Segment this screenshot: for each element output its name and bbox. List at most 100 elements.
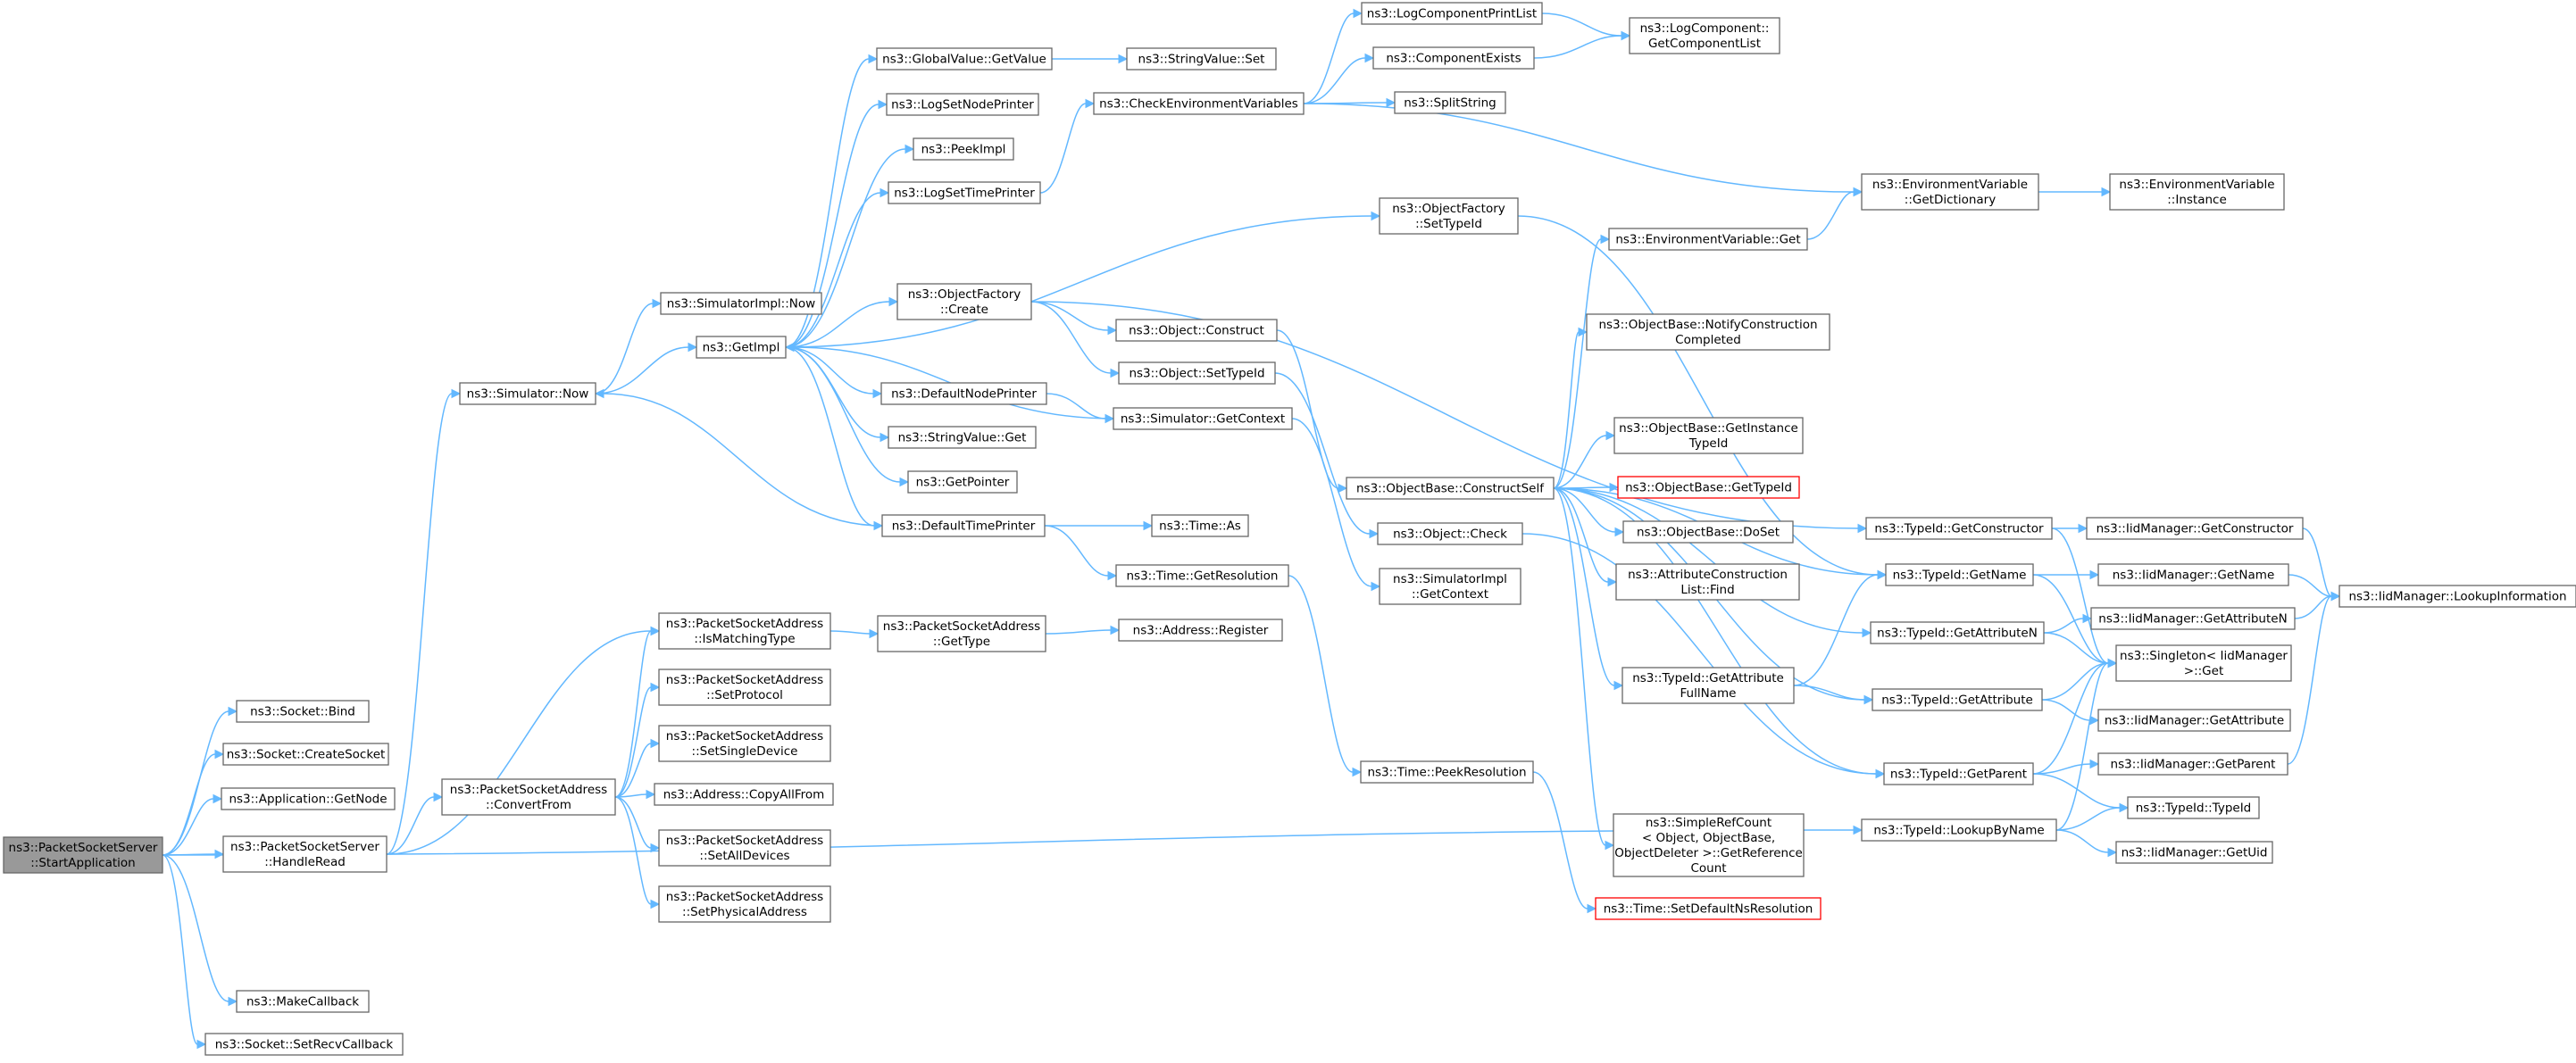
edge-convertfrom-to-setsingle xyxy=(614,743,652,798)
node-objconstruct[interactable]: ns3::Object::Construct xyxy=(1115,319,1278,342)
node-label: ObjectDeleter >::GetReference xyxy=(1614,846,1803,860)
node-constructself[interactable]: ns3::ObjectBase::ConstructSelf xyxy=(1346,477,1555,500)
arrowhead xyxy=(1609,482,1620,493)
node-startapp[interactable]: ns3::PacketSocketServer::StartApplicatio… xyxy=(3,836,163,874)
node-typeidgetattr[interactable]: ns3::TypeId::GetAttribute xyxy=(1872,688,2043,711)
arrowhead xyxy=(1107,325,1118,336)
node-stringvalueset[interactable]: ns3::StringValue::Set xyxy=(1126,47,1277,71)
node-typeidgetparent[interactable]: ns3::TypeId::GetParent xyxy=(1883,762,2034,785)
node-label: ns3::Address::Register xyxy=(1133,624,1269,638)
node-handleread[interactable]: ns3::PacketSocketServer::HandleRead xyxy=(222,835,388,873)
node-createsocket[interactable]: ns3::Socket::CreateSocket xyxy=(222,743,389,766)
node-lookupbyname[interactable]: ns3::TypeId::LookupByName xyxy=(1861,818,2057,842)
edge-defaultnode-to-simgetcontext xyxy=(1046,393,1106,419)
node-logcompprint[interactable]: ns3::LogComponentPrintList xyxy=(1361,2,1543,25)
node-timeas[interactable]: ns3::Time::As xyxy=(1151,514,1249,537)
node-simplerefcount[interactable]: ns3::SimpleRefCount< Object, ObjectBase,… xyxy=(1613,813,1805,877)
edge-logcompprint-to-logcompgetlist xyxy=(1541,12,1622,37)
edge-getimpl-to-logsetnode xyxy=(785,104,880,348)
node-box xyxy=(2115,841,2273,864)
node-typeidtypeid[interactable]: ns3::TypeId::TypeId xyxy=(2127,796,2260,819)
node-psagettype[interactable]: ns3::PacketSocketAddress::GetType xyxy=(877,615,1046,652)
node-logcompgetlist[interactable]: ns3::LogComponent::GetComponentList xyxy=(1629,17,1780,54)
node-defaulttime[interactable]: ns3::DefaultTimePrinter xyxy=(881,514,1046,537)
node-simimplnow[interactable]: ns3::SimulatorImpl::Now xyxy=(660,292,822,315)
node-convertfrom[interactable]: ns3::PacketSocketAddress::ConvertFrom xyxy=(441,778,616,816)
node-box xyxy=(880,382,1047,405)
node-makecallback[interactable]: ns3::MakeCallback xyxy=(236,990,370,1013)
node-iidlookupinfo[interactable]: ns3::IidManager::LookupInformation xyxy=(2338,585,2576,608)
node-setprotocol[interactable]: ns3::PacketSocketAddress::SetProtocol xyxy=(658,669,831,706)
node-bind[interactable]: ns3::Socket::Bind xyxy=(236,700,370,723)
node-setphysical[interactable]: ns3::PacketSocketAddress::SetPhysicalAdd… xyxy=(658,885,831,923)
node-label: ns3::Application::GetNode xyxy=(229,793,387,807)
arrowhead xyxy=(1353,8,1363,19)
node-addrregister[interactable]: ns3::Address::Register xyxy=(1118,619,1283,642)
arrowhead xyxy=(228,996,238,1007)
node-splitstring[interactable]: ns3::SplitString xyxy=(1394,91,1506,114)
node-box xyxy=(1629,17,1780,54)
node-objcheck[interactable]: ns3::Object::Check xyxy=(1377,522,1523,545)
node-typeidgetconstructor[interactable]: ns3::TypeId::GetConstructor xyxy=(1865,517,2053,540)
node-typeidgetattrn[interactable]: ns3::TypeId::GetAttributeN xyxy=(1870,621,2045,644)
node-notifyconstruct[interactable]: ns3::ObjectBase::NotifyConstructionCompl… xyxy=(1586,313,1830,351)
node-peekimpl[interactable]: ns3::PeekImpl xyxy=(913,137,1014,161)
node-doset[interactable]: ns3::ObjectBase::DoSet xyxy=(1622,520,1794,544)
node-compexists[interactable]: ns3::ComponentExists xyxy=(1372,46,1535,70)
node-simimplgetcontext[interactable]: ns3::SimulatorImpl::GetContext xyxy=(1379,568,1521,605)
node-setrecv[interactable]: ns3::Socket::SetRecvCallback xyxy=(204,1033,404,1056)
node-iidgetattr[interactable]: ns3::IidManager::GetAttribute xyxy=(2097,709,2291,732)
node-setsingle[interactable]: ns3::PacketSocketAddress::SetSingleDevic… xyxy=(658,725,831,762)
node-box xyxy=(2090,607,2296,630)
edge-startapp-to-createsocket xyxy=(162,753,216,856)
node-typeidgetname[interactable]: ns3::TypeId::GetName xyxy=(1885,563,2034,586)
node-box xyxy=(222,835,388,873)
node-setdefaultres[interactable]: ns3::Time::SetDefaultNsResolution xyxy=(1595,897,1822,920)
node-peekres[interactable]: ns3::Time::PeekResolution xyxy=(1360,760,1534,784)
node-getimpl[interactable]: ns3::GetImpl xyxy=(696,336,787,359)
node-box xyxy=(1379,197,1519,235)
node-getnode[interactable]: ns3::Application::GetNode xyxy=(221,787,396,810)
node-ismatching[interactable]: ns3::PacketSocketAddress::IsMatchingType xyxy=(658,612,831,650)
edge-typeidgetattr-to-singleton xyxy=(2041,662,2109,701)
node-iidgetattrn[interactable]: ns3::IidManager::GetAttributeN xyxy=(2090,607,2296,630)
node-simgetcontext[interactable]: ns3::Simulator::GetContext xyxy=(1113,407,1293,430)
arrowhead xyxy=(650,843,661,853)
node-obgettypeid[interactable]: ns3::ObjectBase::GetTypeId xyxy=(1617,476,1800,499)
node-iidgetparent[interactable]: ns3::IidManager::GetParent xyxy=(2097,752,2288,776)
node-setalldevices[interactable]: ns3::PacketSocketAddress::SetAllDevices xyxy=(658,829,831,867)
node-objsettypeid[interactable]: ns3::Object::SetTypeId xyxy=(1118,361,1276,385)
edge-startapp-to-lookupbyname xyxy=(162,829,1855,856)
node-getpointer[interactable]: ns3::GetPointer xyxy=(907,470,1018,494)
node-envvarget[interactable]: ns3::EnvironmentVariable::Get xyxy=(1608,228,1808,251)
arrowhead xyxy=(650,738,661,749)
node-globalvalue[interactable]: ns3::GlobalValue::GetValue xyxy=(876,47,1053,71)
node-objfactcreate[interactable]: ns3::ObjectFactory::Create xyxy=(896,283,1032,320)
node-box xyxy=(888,426,1037,449)
node-label: ns3::IidManager::LookupInformation xyxy=(2348,590,2566,604)
node-logsettime[interactable]: ns3::LogSetTimePrinter xyxy=(888,181,1041,204)
node-iidgetname[interactable]: ns3::IidManager::GetName xyxy=(2097,563,2289,586)
node-timegetres[interactable]: ns3::Time::GetResolution xyxy=(1115,564,1289,587)
node-checkenv[interactable]: ns3::CheckEnvironmentVariables xyxy=(1093,92,1305,115)
arrowhead xyxy=(1118,54,1129,64)
node-iidgetuid[interactable]: ns3::IidManager::GetUid xyxy=(2115,841,2273,864)
node-label: ns3::ObjectBase::DoSet xyxy=(1637,526,1780,540)
node-iidgetconstructor[interactable]: ns3::IidManager::GetConstructor xyxy=(2086,517,2304,540)
node-objfactsettypeid[interactable]: ns3::ObjectFactory::SetTypeId xyxy=(1379,197,1519,235)
arrowhead xyxy=(1143,520,1154,531)
node-logsetnode[interactable]: ns3::LogSetNodePrinter xyxy=(886,93,1039,116)
node-envgetdict[interactable]: ns3::EnvironmentVariable::GetDictionary xyxy=(1861,173,2039,211)
node-simnow[interactable]: ns3::Simulator::Now xyxy=(459,382,596,405)
node-envinstance[interactable]: ns3::EnvironmentVariable::Instance xyxy=(2109,173,2285,211)
node-copyallfrom[interactable]: ns3::Address::CopyAllFrom xyxy=(654,783,834,806)
node-singleton[interactable]: ns3::Singleton< IidManager>::Get xyxy=(2115,644,2292,682)
edge-simnow-to-simimplnow xyxy=(595,303,654,394)
node-stringvalueget[interactable]: ns3::StringValue::Get xyxy=(888,426,1037,449)
node-label: ns3::EnvironmentVariable xyxy=(2119,178,2274,192)
edge-getimpl-to-defaultnode xyxy=(785,346,874,394)
node-defaultnode[interactable]: ns3::DefaultNodePrinter xyxy=(880,382,1047,405)
